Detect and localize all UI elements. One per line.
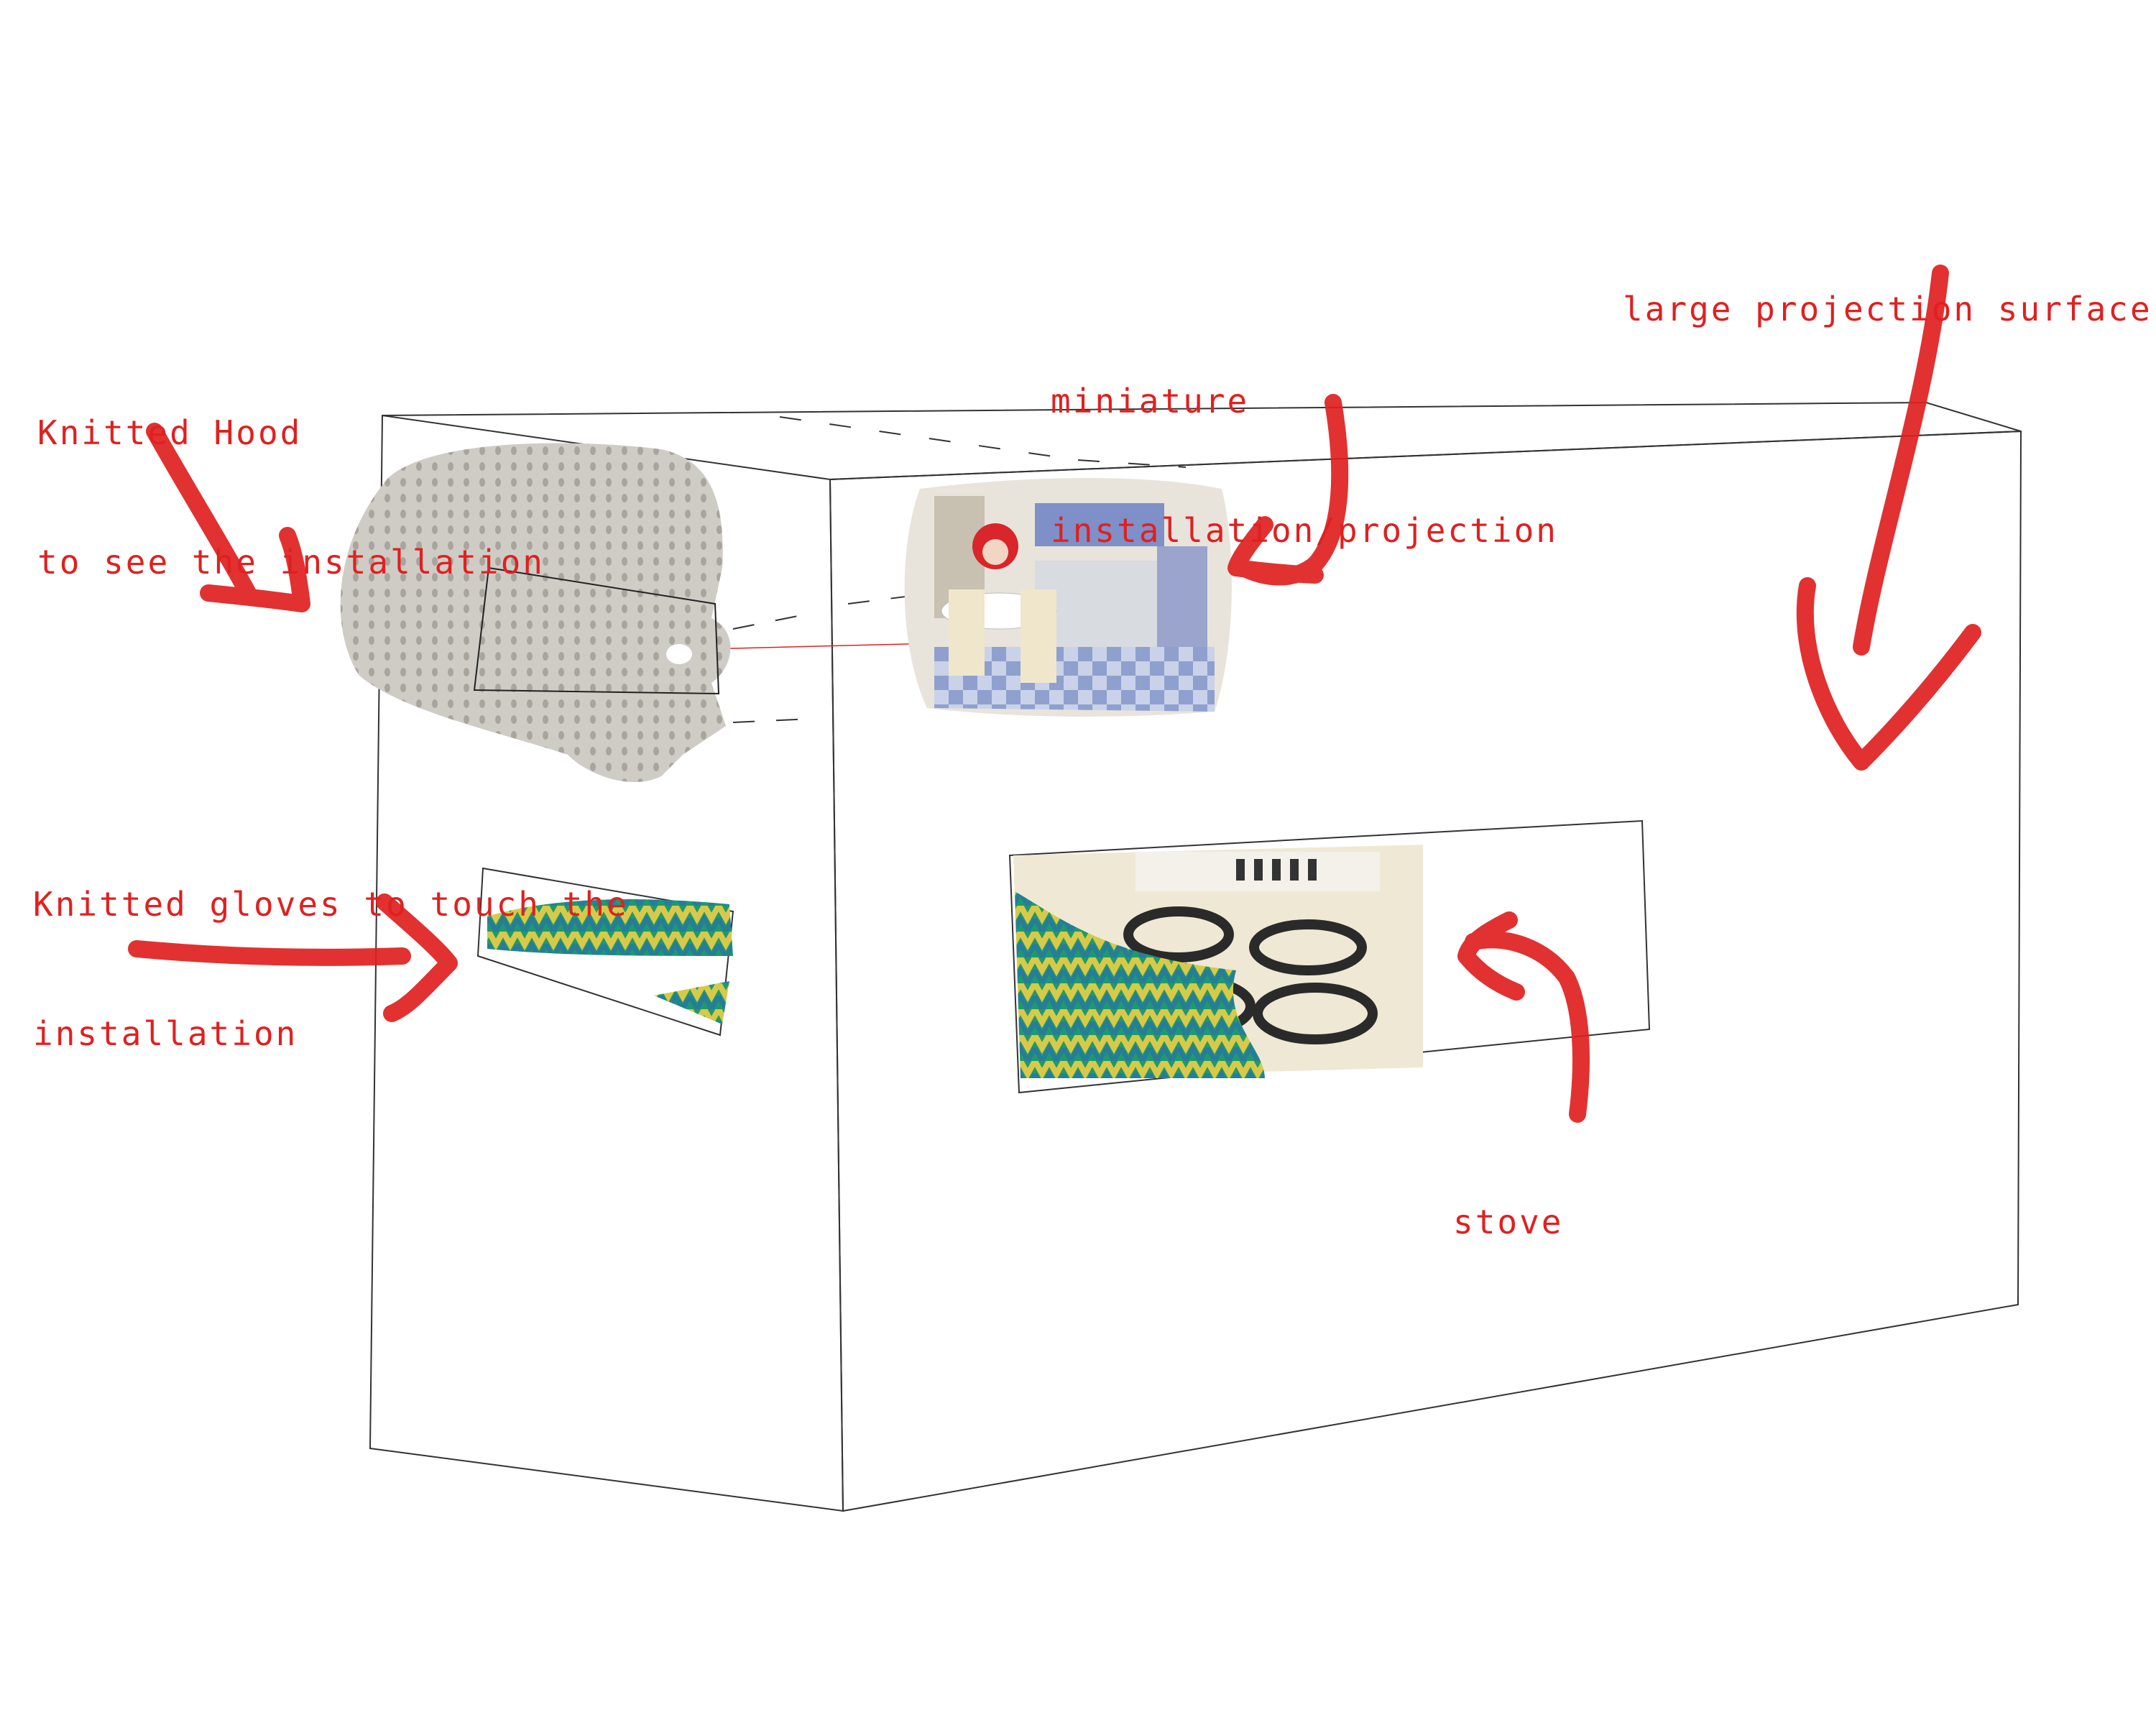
gloves-label-line2: installation — [33, 1014, 298, 1053]
stove-label: stove — [1453, 1114, 1563, 1330]
knitted-hood-image — [340, 443, 731, 783]
projection-arrow — [1796, 265, 1981, 771]
gloves-label: Knitted gloves to touch the installation — [33, 796, 629, 1141]
hood-arrow — [146, 423, 310, 612]
gloves-label-line1: Knitted gloves to touch the — [33, 885, 629, 924]
box-top-face — [382, 401, 2022, 480]
hood-label-line1: Knitted Hood — [37, 413, 303, 452]
hood-label-line2: to see the installation — [37, 543, 545, 582]
gloves-arrow — [128, 893, 458, 1022]
knitted-texture-swatch — [476, 867, 734, 1037]
projection-label-text: large projection surface — [1623, 290, 2152, 328]
projection-label: large projection surface — [1623, 201, 2152, 417]
stove-photo — [1008, 819, 1651, 1094]
miniature-label-line2: installation/projection — [1051, 511, 1558, 550]
stove-arrow — [1457, 911, 1590, 1123]
miniature-label: miniature installation/projection — [1051, 293, 1558, 638]
hood-label: Knitted Hood to see the installation — [37, 325, 545, 670]
red-hand-drawn-arrow — [128, 265, 1981, 1123]
miniature-kitchen-photo — [904, 478, 1232, 717]
miniature-arrow — [1227, 394, 1349, 586]
miniature-label-line1: miniature — [1051, 382, 1250, 420]
stove-label-text: stove — [1453, 1203, 1564, 1241]
